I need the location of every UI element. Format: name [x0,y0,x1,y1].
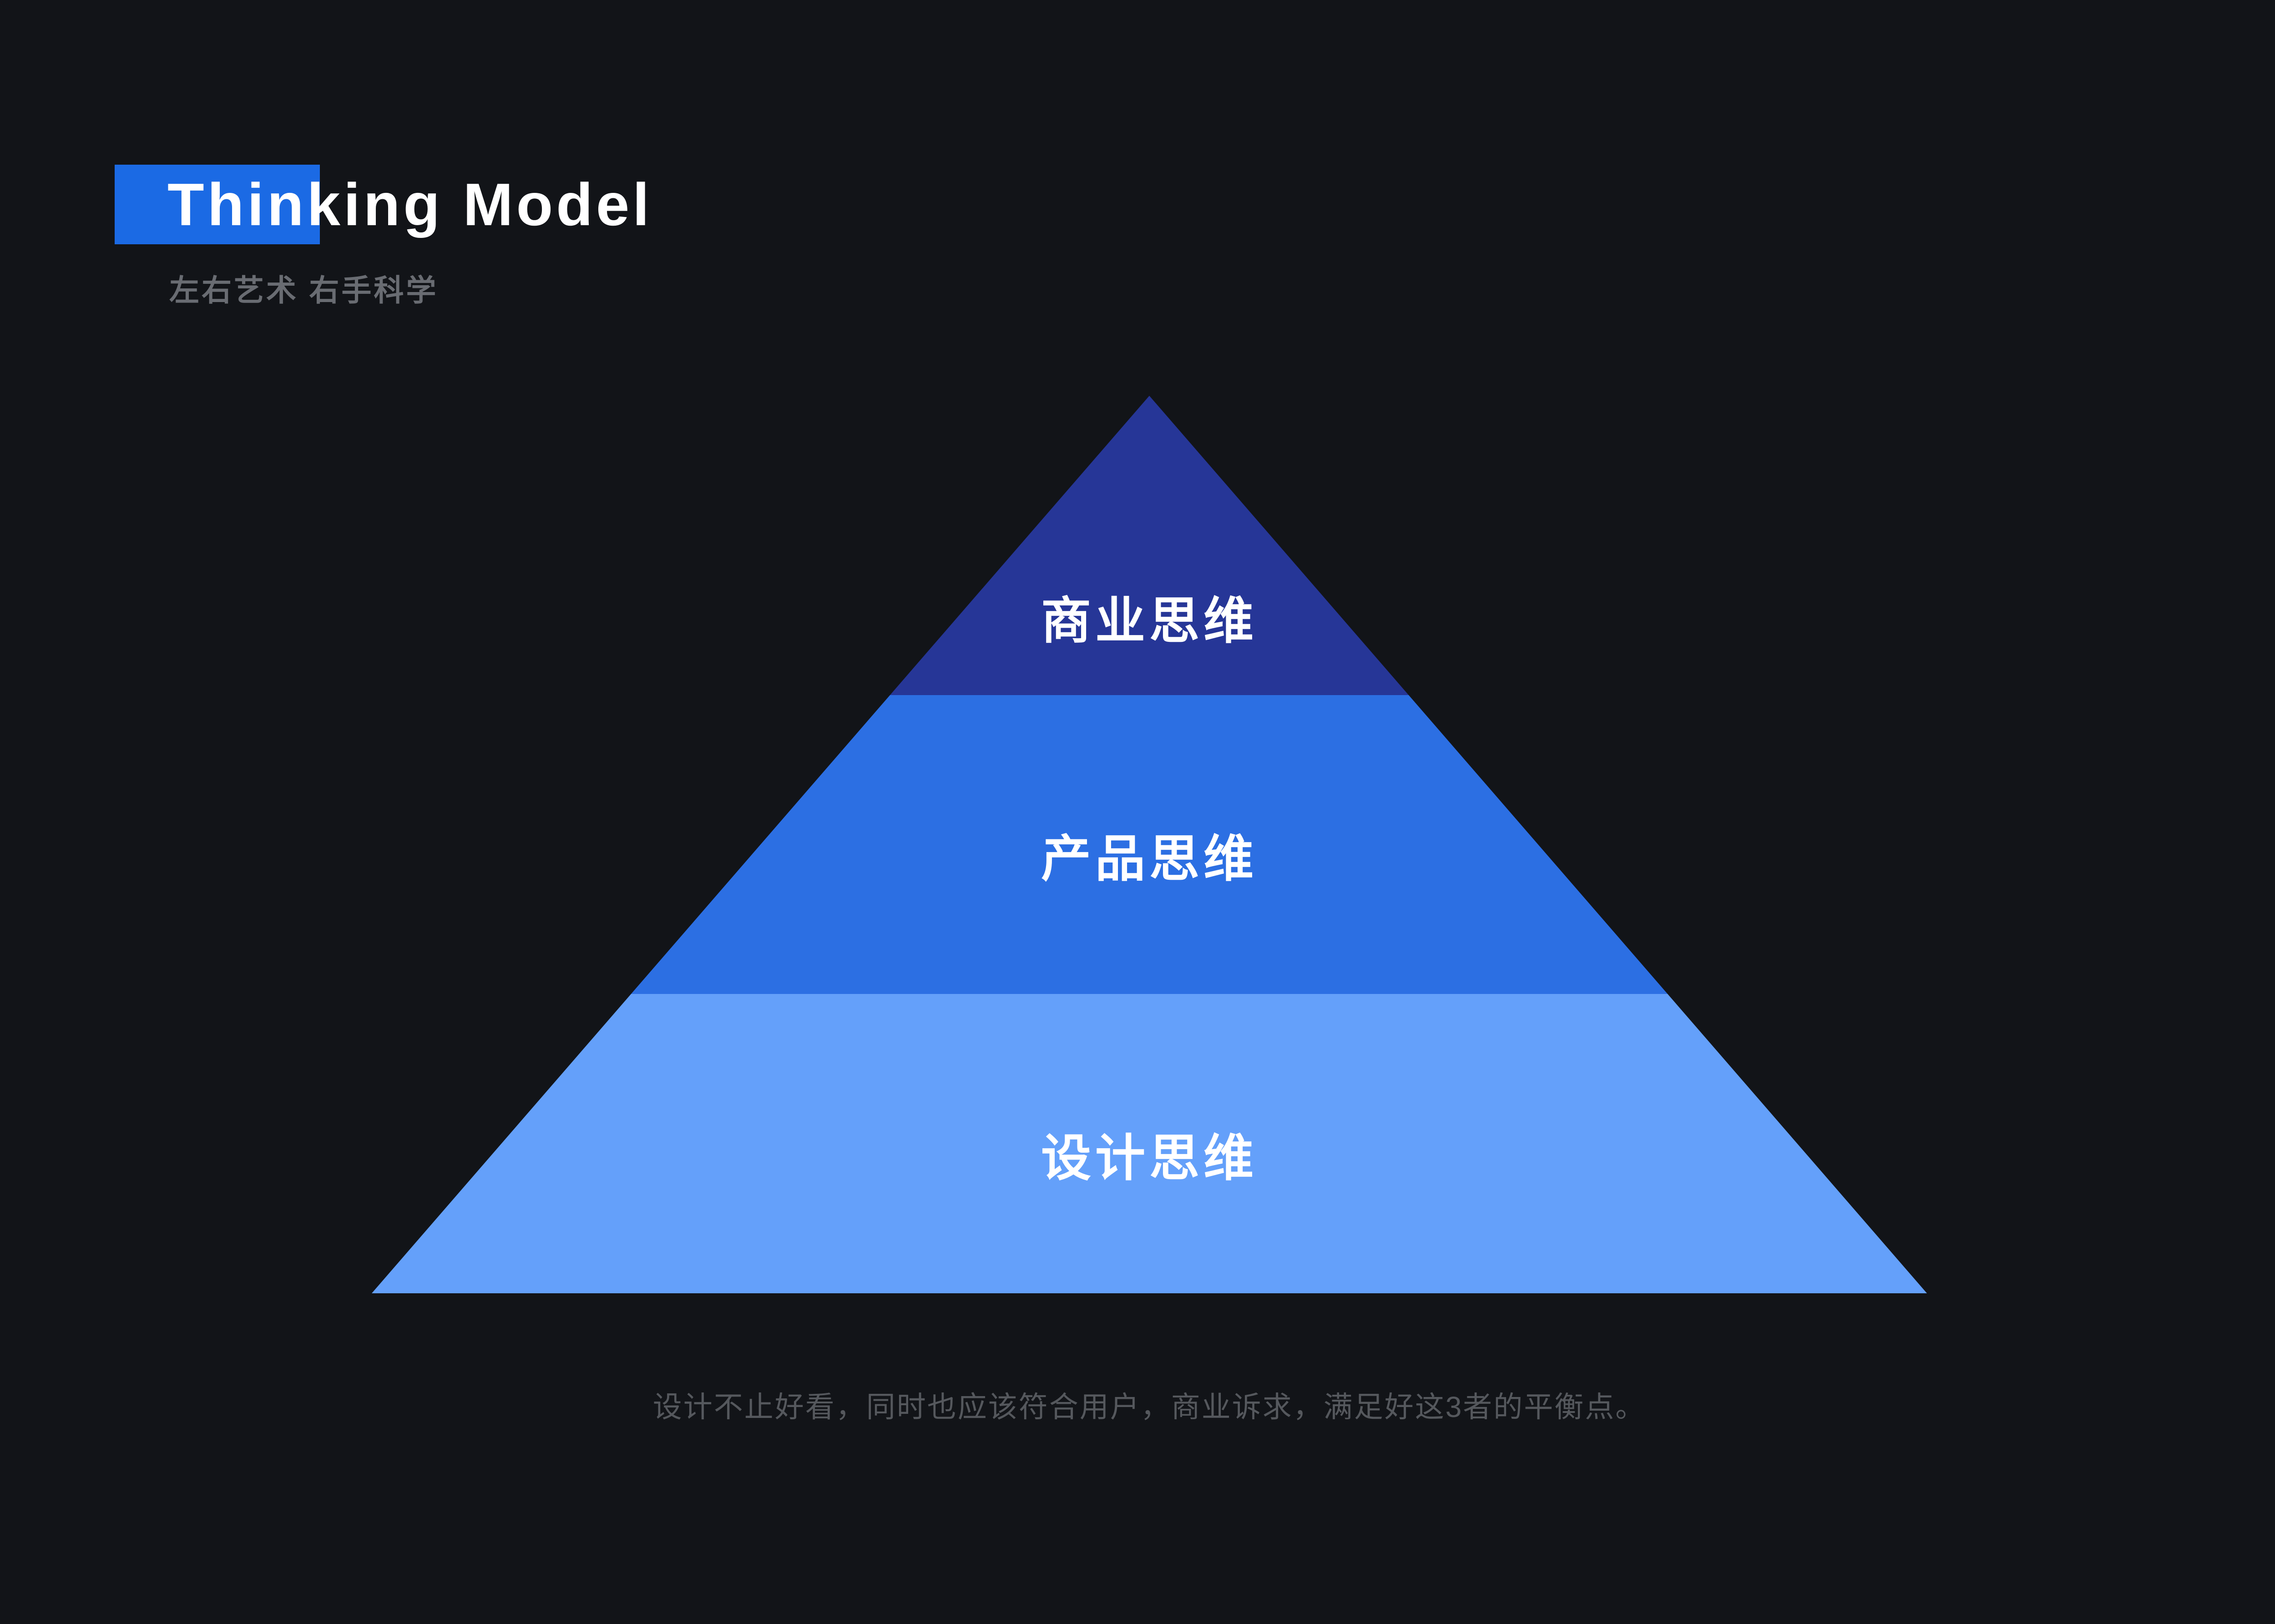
pyramid-layer-design: 设计思维 [372,994,1927,1293]
pyramid-diagram: 商业思维 产品思维 设计思维 [372,396,1927,1293]
title-highlight-block [115,165,320,244]
caption-text: 设计不止好看，同时也应该符合用户，商业诉求，满足好这3者的平衡点。 [652,1391,1646,1423]
page-title: Thinking Model [167,171,652,238]
pyramid-layer-product-label: 产品思维 [1041,831,1258,888]
pyramid-layer-business: 商业思维 [372,396,1927,695]
pyramid-layer-design-label: 设计思维 [1041,1130,1258,1186]
page-subtitle: 左右艺术 右手科学 [169,273,439,307]
pyramid-layer-business-label: 商业思维 [1041,593,1258,649]
pyramid-layer-product: 产品思维 [372,695,1927,994]
